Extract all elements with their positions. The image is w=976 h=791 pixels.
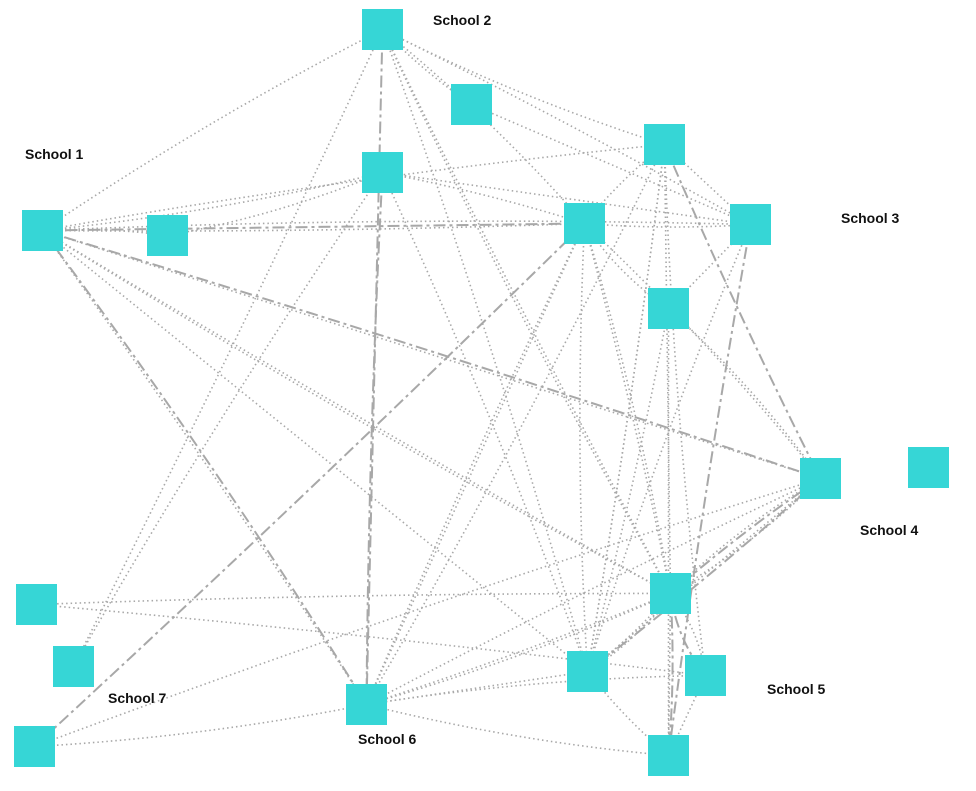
node-n-a[interactable]: [451, 84, 492, 125]
edge-n_g-s6: [366, 592, 671, 706]
label-school-2: School 2: [433, 12, 492, 28]
edge-s2-n_e: [381, 28, 586, 225]
node-n-j[interactable]: [53, 646, 94, 687]
edge-s3-n_k: [667, 224, 752, 756]
edge-n_b-n_g: [663, 144, 672, 594]
edge-n_l-s6: [34, 703, 367, 748]
label-school-6: School 6: [358, 731, 417, 747]
edge-n_e-s4: [583, 222, 822, 480]
node-n-g[interactable]: [650, 573, 691, 614]
edge-n_c-n_i: [381, 172, 589, 672]
edge-s1-n_g: [42, 229, 671, 595]
edge-n_c-n_j: [72, 172, 384, 667]
label-school-3: School 3: [841, 210, 900, 226]
edge-n_k-s6: [366, 703, 669, 757]
node-n-e[interactable]: [564, 203, 605, 244]
edge-n_h-s7: [36, 603, 706, 677]
edge-s4-n_l: [34, 477, 821, 748]
node-n-h[interactable]: [685, 655, 726, 696]
node-s1[interactable]: [22, 210, 63, 251]
node-s4[interactable]: [800, 458, 841, 499]
edge-n_e-n_l: [33, 222, 586, 748]
edge-s4-s6: [366, 477, 821, 706]
edge-n_i-s6: [366, 670, 588, 706]
edge-n_c-s3: [382, 171, 751, 226]
edge-s1-n_g: [42, 229, 671, 595]
edge-n_f-n_i: [586, 308, 670, 672]
node-n-f[interactable]: [648, 288, 689, 329]
edge-s1-s3: [42, 220, 751, 232]
edge-n_c-s6: [365, 172, 384, 705]
node-n-l[interactable]: [14, 726, 55, 767]
edge-s1-s2: [42, 28, 383, 232]
edge-s1-n_c: [42, 171, 383, 232]
edge-s1-n_e: [42, 222, 585, 232]
edge-n_b-s6: [365, 144, 666, 705]
edge-n_g-s6: [366, 592, 671, 706]
edge-n_b-s4: [663, 144, 822, 479]
node-n-d[interactable]: [147, 215, 188, 256]
node-s7[interactable]: [16, 584, 57, 625]
node-n-k[interactable]: [648, 735, 689, 776]
edge-s1-s6: [41, 229, 368, 706]
node-n-c[interactable]: [362, 152, 403, 193]
edge-s1-s4: [42, 229, 821, 480]
edge-n_c-n_d: [167, 171, 383, 237]
node-s3[interactable]: [730, 204, 771, 245]
edge-s2-n_b: [382, 28, 665, 146]
edge-n_g-s7: [36, 592, 671, 606]
edge-s2-n_j: [72, 29, 384, 667]
edge-n_g-n_k: [667, 593, 672, 756]
node-n-b[interactable]: [644, 124, 685, 165]
edge-n_e-n_g: [583, 223, 672, 594]
edge-s1-n_i: [41, 229, 589, 673]
edge-n_b-n_i: [586, 144, 666, 672]
edge-n_b-n_h: [663, 144, 707, 676]
label-school-5: School 5: [767, 681, 826, 697]
edge-s4-n_i: [586, 477, 822, 673]
node-s2[interactable]: [362, 9, 403, 50]
label-school-7: School 7: [108, 690, 167, 706]
label-school-1: School 1: [25, 146, 84, 162]
edge-n_c-n_e: [382, 171, 585, 225]
node-s6[interactable]: [346, 684, 387, 725]
label-school-4: School 4: [860, 522, 919, 538]
edge-s2-s3: [382, 28, 751, 226]
edge-n_e-s6: [365, 223, 586, 705]
edge-s2-s6: [365, 29, 384, 705]
edge-s2-n_i: [381, 29, 589, 672]
edge-s1-n_e: [42, 222, 585, 232]
edge-n_e-n_g: [583, 223, 672, 594]
edge-n_e-s6: [365, 223, 586, 705]
edge-s1-s4: [42, 229, 821, 480]
edge-n_e-n_i: [579, 223, 589, 672]
node-n-iso[interactable]: [908, 447, 949, 488]
node-n-i[interactable]: [567, 651, 608, 692]
edge-n_a-s3: [471, 103, 751, 226]
